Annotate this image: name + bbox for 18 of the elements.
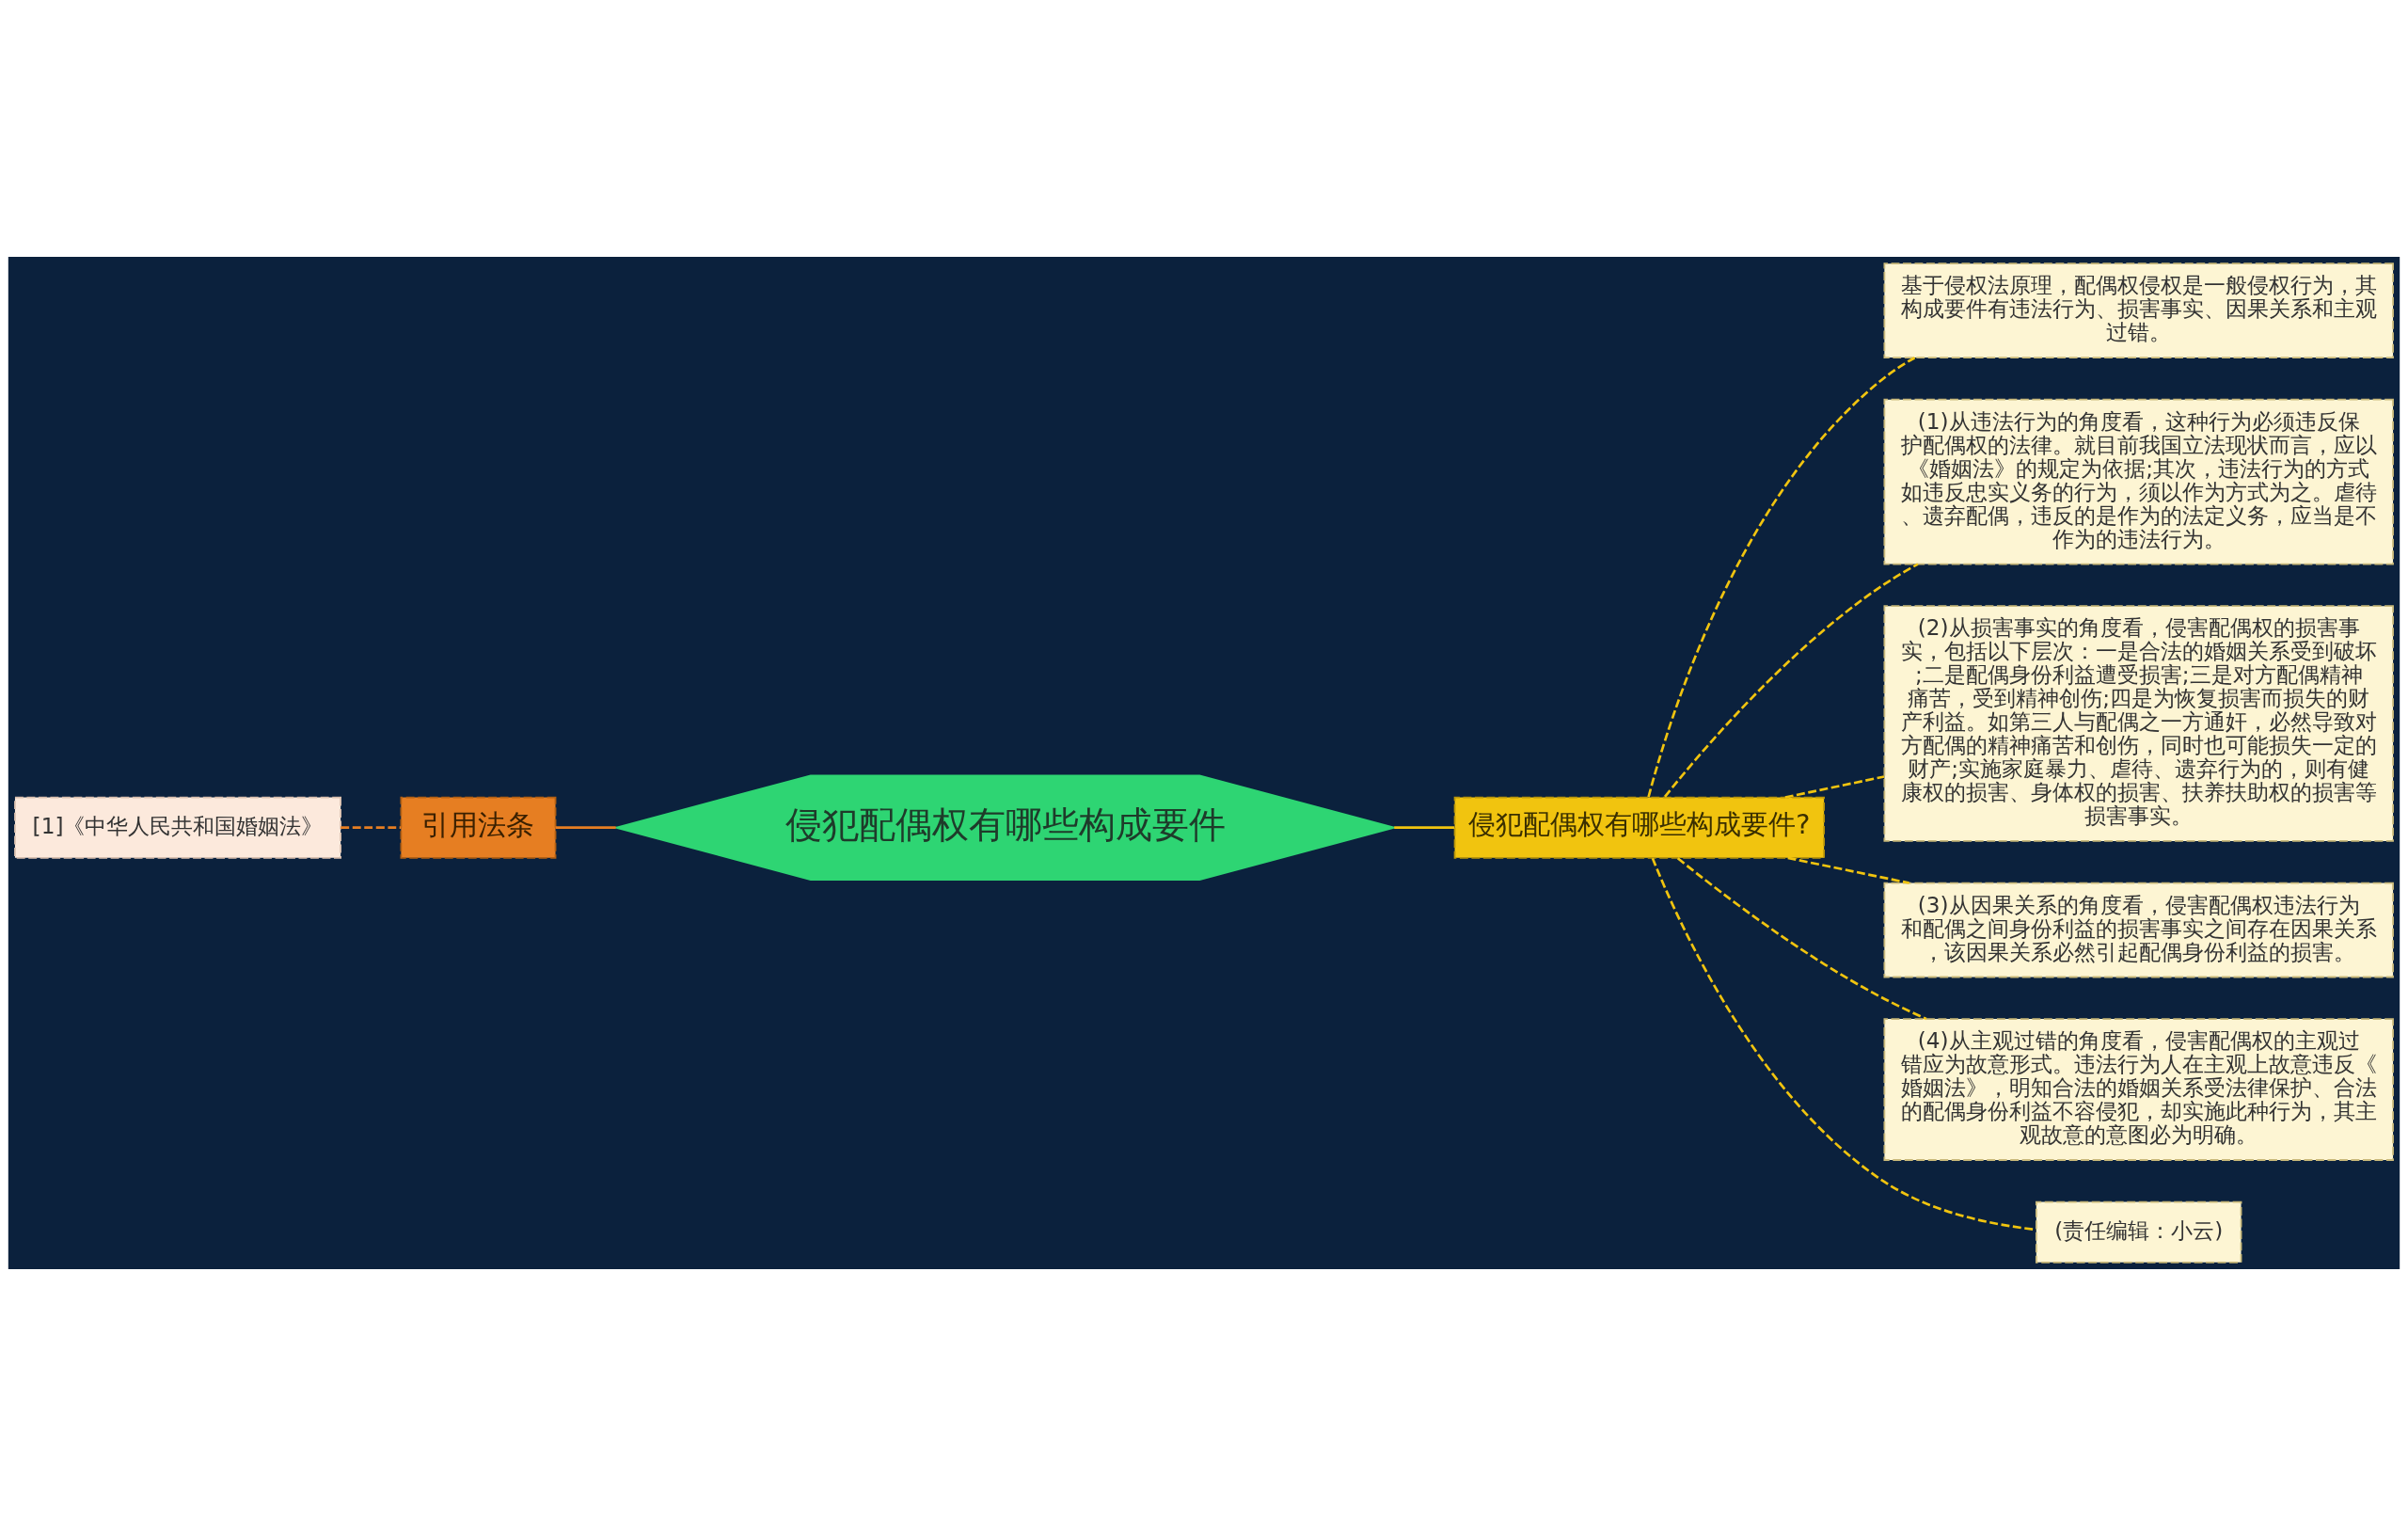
connector (1651, 857, 2036, 1232)
connector (1676, 857, 1927, 1021)
node-box: 基于侵权法原理，配偶权侵权是一般侵权行为，其构成要件有违法行为、损害事实、因果关系和主观过错。 (1883, 262, 2394, 358)
connector (1647, 357, 1916, 798)
node-box: (责任编辑：小云) (2035, 1200, 2242, 1264)
connector (1663, 563, 1919, 798)
connector (1784, 775, 1885, 799)
node-box: (3)从因果关系的角度看，侵害配偶权违法行为和配偶之间身份利益的损害事实之间存在因果关系，该因果关系必然引起配偶身份利益的损害。 (1883, 882, 2394, 978)
node-box: (1)从违法行为的角度看，这种行为必须违反保护配偶权的法律。就目前我国立法现状而言，应以《婚姻法》的规定为依据;其次，违法行为的方式如违反忠实义务的行为，须以作为方式为之。虐待、遗弃配偶，违反的是作为的法定义务，应当是不作为的违法行为。 (1883, 398, 2394, 565)
node-box: 侵犯配偶权有哪些构成要件? (1453, 796, 1826, 859)
connector (341, 826, 402, 830)
node-box: [1]《中华人民共和国婚姻法》 (14, 796, 341, 859)
connector (555, 826, 616, 830)
node-box: (4)从主观过错的角度看，侵害配偶权的主观过错应为故意形式。违法行为人在主观上故意违反《婚姻法》，明知合法的婚姻关系受法律保护、合法的配偶身份利益不容侵犯，却实施此种行为，其主观故意的意图必为明确。 (1883, 1018, 2394, 1161)
connector (1394, 826, 1455, 830)
node-box: 引用法条 (400, 796, 557, 859)
node-box: (2)从损害事实的角度看，侵害配偶权的损害事实，包括以下层次：一是合法的婚姻关系受到破坏;二是配偶身份利益遭受损害;三是对方配偶精神痛苦，受到精神创伤;四是为恢复损害而损失的财产利益。如第三人与配偶之一方通奸，必然导致对方配偶的精神痛苦和创伤，同时也可能损失一定的财产;实施家庭暴力、虐待、遗弃行为的，则有健康权的损害、身体权的损害、扶养扶助权的损害等损害事实。 (1883, 605, 2394, 842)
connector (1787, 856, 1909, 884)
